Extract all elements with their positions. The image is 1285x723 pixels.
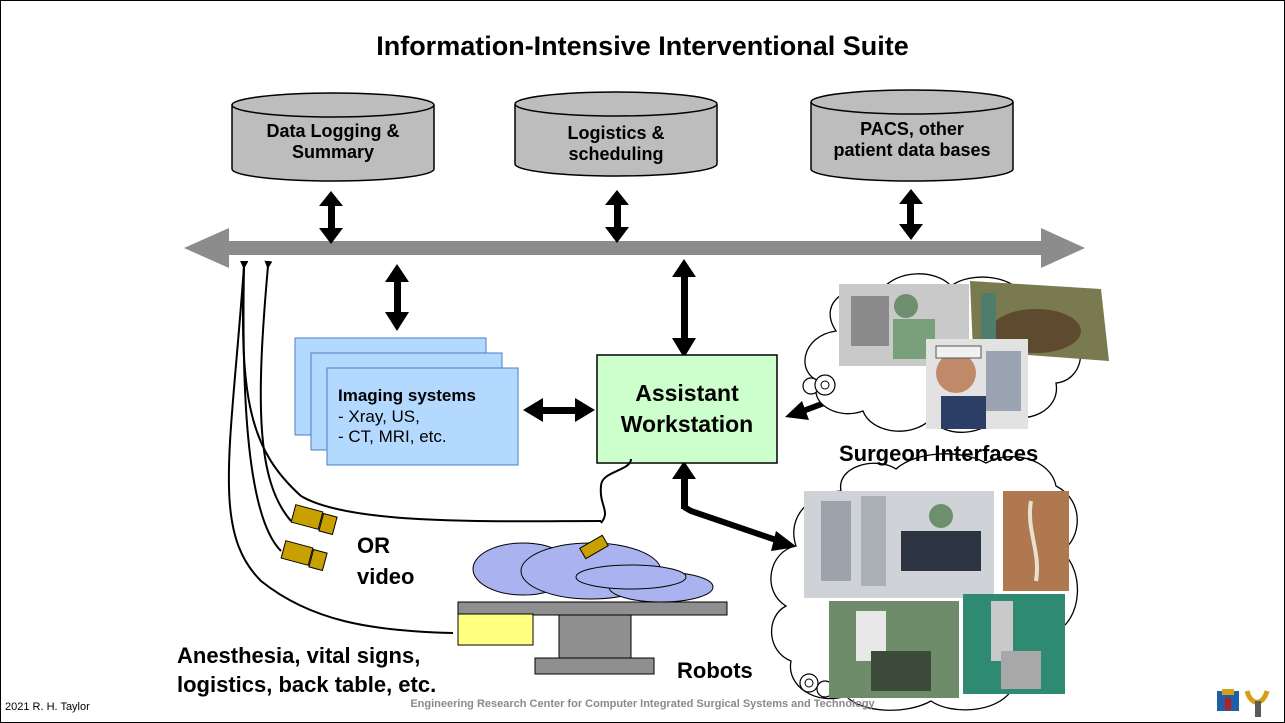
anesthesia-monitor-box xyxy=(457,613,534,646)
imaging-systems-label: Imaging systems - Xray, US, - CT, MRI, e… xyxy=(338,386,476,448)
arrow-workstation-robots xyxy=(672,461,797,551)
arrow-bus-workstation xyxy=(672,259,696,358)
or-video-line: video xyxy=(357,563,415,589)
industrial-arm-photo xyxy=(963,594,1065,694)
or-video-line: OR xyxy=(357,533,390,558)
footer-organization: Engineering Research Center for Computer… xyxy=(410,698,875,710)
arrow-imaging-workstation xyxy=(523,398,595,422)
surgical-robot-photo xyxy=(804,491,994,598)
jhu-logo-icon xyxy=(1213,686,1243,716)
or-camera-2 xyxy=(280,540,328,572)
anesthesia-line: Anesthesia, vital signs, xyxy=(177,643,421,668)
arrow-db3-bus xyxy=(899,189,923,240)
hand-robot-photo xyxy=(829,601,959,698)
surgeon-interfaces-label: Surgeon Interfaces xyxy=(839,441,1039,466)
signal-wires xyxy=(227,260,632,634)
database-label-line: Logistics & xyxy=(567,123,665,143)
database-label-pacs: PACS, other patient data bases xyxy=(811,119,1013,160)
surgeon-headmount-photo xyxy=(926,339,1028,429)
or-video-label: OR video xyxy=(357,531,414,593)
database-cylinder-data-logging xyxy=(231,92,435,182)
database-cylinder-pacs xyxy=(810,89,1014,182)
operating-table xyxy=(457,601,728,675)
anesthesia-label: Anesthesia, vital signs, logistics, back… xyxy=(177,641,436,699)
database-label-data-logging: Data Logging & Summary xyxy=(232,121,434,162)
database-label-line: PACS, other xyxy=(860,119,964,139)
patient-figure xyxy=(472,542,714,603)
database-label-line: patient data bases xyxy=(833,139,991,160)
page-title: Information-Intensive Interventional Sui… xyxy=(376,31,909,61)
imaging-line: - CT, MRI, etc. xyxy=(338,427,447,447)
network-bus xyxy=(184,228,1085,268)
arrow-db1-bus xyxy=(319,191,343,244)
instrument-probe xyxy=(579,534,609,560)
database-label-logistics: Logistics & scheduling xyxy=(515,123,717,164)
surgeon-console-photo xyxy=(839,284,969,366)
workstation-line: Assistant xyxy=(635,379,739,406)
workstation-line: Workstation xyxy=(620,411,754,437)
database-label-line: Summary xyxy=(291,141,375,162)
database-label-line: scheduling xyxy=(568,143,664,164)
arrow-db2-bus xyxy=(605,190,629,243)
anesthesia-line: logistics, back table, etc. xyxy=(177,672,437,698)
arrow-bus-imaging xyxy=(385,264,409,331)
footer-copyright: 2021 R. H. Taylor xyxy=(5,701,90,713)
imaging-line: - Xray, US, xyxy=(338,406,420,426)
or-camera-1 xyxy=(290,504,338,536)
imaging-systems-stack xyxy=(294,337,519,466)
robots-label: Robots xyxy=(677,658,753,683)
catheter-robot-photo xyxy=(1003,491,1069,591)
assistant-workstation-label: Assistant Workstation xyxy=(597,355,777,463)
imaging-heading: Imaging systems xyxy=(338,386,476,405)
cisst-logo-icon xyxy=(1244,690,1270,717)
database-label-line: Data Logging & xyxy=(266,121,400,141)
database-cylinder-logistics xyxy=(514,91,718,177)
assistant-workstation-box xyxy=(596,354,778,464)
